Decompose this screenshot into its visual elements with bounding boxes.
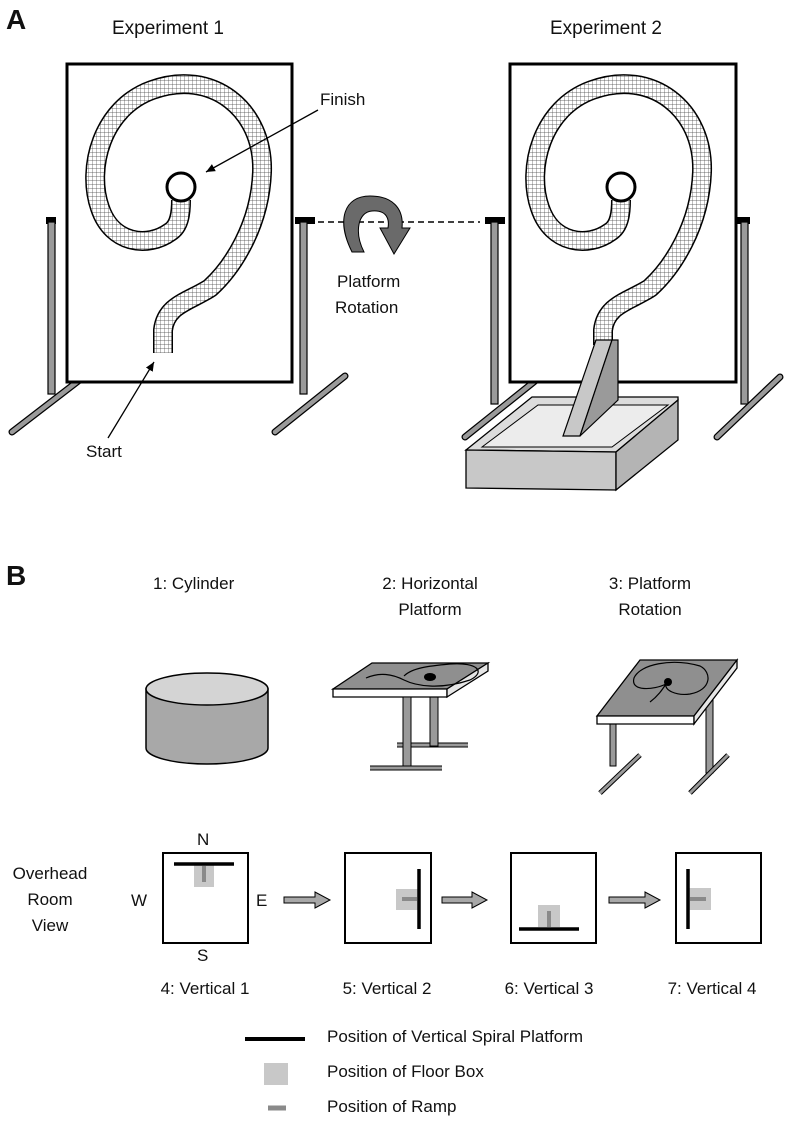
condition-1-label: 1: Cylinder [153, 574, 235, 593]
overhead-view-3 [510, 852, 597, 944]
finish-circle-exp1 [165, 171, 197, 203]
vertical-view-4-label: 7: Vertical 4 [667, 979, 757, 998]
overhead-label-line3: View [31, 916, 69, 935]
overhead-label-line1: Overhead [12, 864, 88, 883]
overhead-view-4 [675, 852, 762, 944]
right-stand-exp2 [713, 217, 784, 441]
condition-2-label-line2: Platform [398, 600, 462, 619]
vertical-view-3-label: 6: Vertical 3 [504, 979, 594, 998]
ramp-3d [562, 339, 619, 437]
compass-west: W [131, 891, 148, 910]
finish-arrow [205, 109, 319, 173]
horizontal-platform-illustration [330, 661, 491, 771]
platform-rotation-illustration [595, 658, 739, 795]
experiment-1-apparatus [8, 62, 349, 439]
legend-floor-box-swatch [264, 1063, 288, 1085]
experiment-1-title: Experiment 1 [112, 18, 224, 39]
sequence-arrow-3 [608, 891, 662, 909]
spiral-maze-exp2 [525, 74, 713, 345]
overhead-view-2 [344, 852, 432, 944]
spiral-maze-exp1 [85, 74, 273, 353]
overhead-view-1 [162, 852, 249, 944]
compass-north: N [197, 830, 210, 849]
start-arrow [107, 361, 155, 439]
sequence-arrow-2 [441, 891, 489, 909]
cylinder-illustration [145, 672, 269, 765]
compass-south: S [197, 946, 209, 965]
condition-3-label-line1: 3: Platform [608, 574, 692, 593]
legend-floor-box-label: Position of Floor Box [327, 1062, 484, 1081]
vertical-view-1-label: 4: Vertical 1 [160, 979, 250, 998]
panel-a-letter: A [6, 4, 27, 35]
condition-2-label-line1: 2: Horizontal [382, 574, 478, 593]
experiment-2-title: Experiment 2 [550, 18, 662, 39]
start-label: Start [86, 442, 122, 461]
condition-3-label-line2: Rotation [618, 600, 682, 619]
experiment-2-apparatus [461, 62, 784, 492]
compass-east: E [256, 891, 268, 910]
rotation-label-line2: Rotation [335, 298, 399, 317]
finish-circle-exp2 [605, 171, 637, 203]
rotation-label-line1: Platform [337, 272, 401, 291]
finish-label: Finish [320, 90, 366, 109]
sequence-arrow-1 [283, 891, 332, 909]
left-stand-exp2 [461, 217, 539, 441]
panel-b-letter: B [6, 560, 27, 591]
platform-rotation-icon [308, 195, 480, 256]
legend-ramp-label: Position of Ramp [327, 1097, 457, 1116]
vertical-view-2-label: 5: Vertical 2 [342, 979, 432, 998]
right-stand-exp1 [271, 217, 349, 436]
legend-platform-label: Position of Vertical Spiral Platform [327, 1027, 584, 1046]
overhead-label-line2: Room [27, 890, 73, 909]
